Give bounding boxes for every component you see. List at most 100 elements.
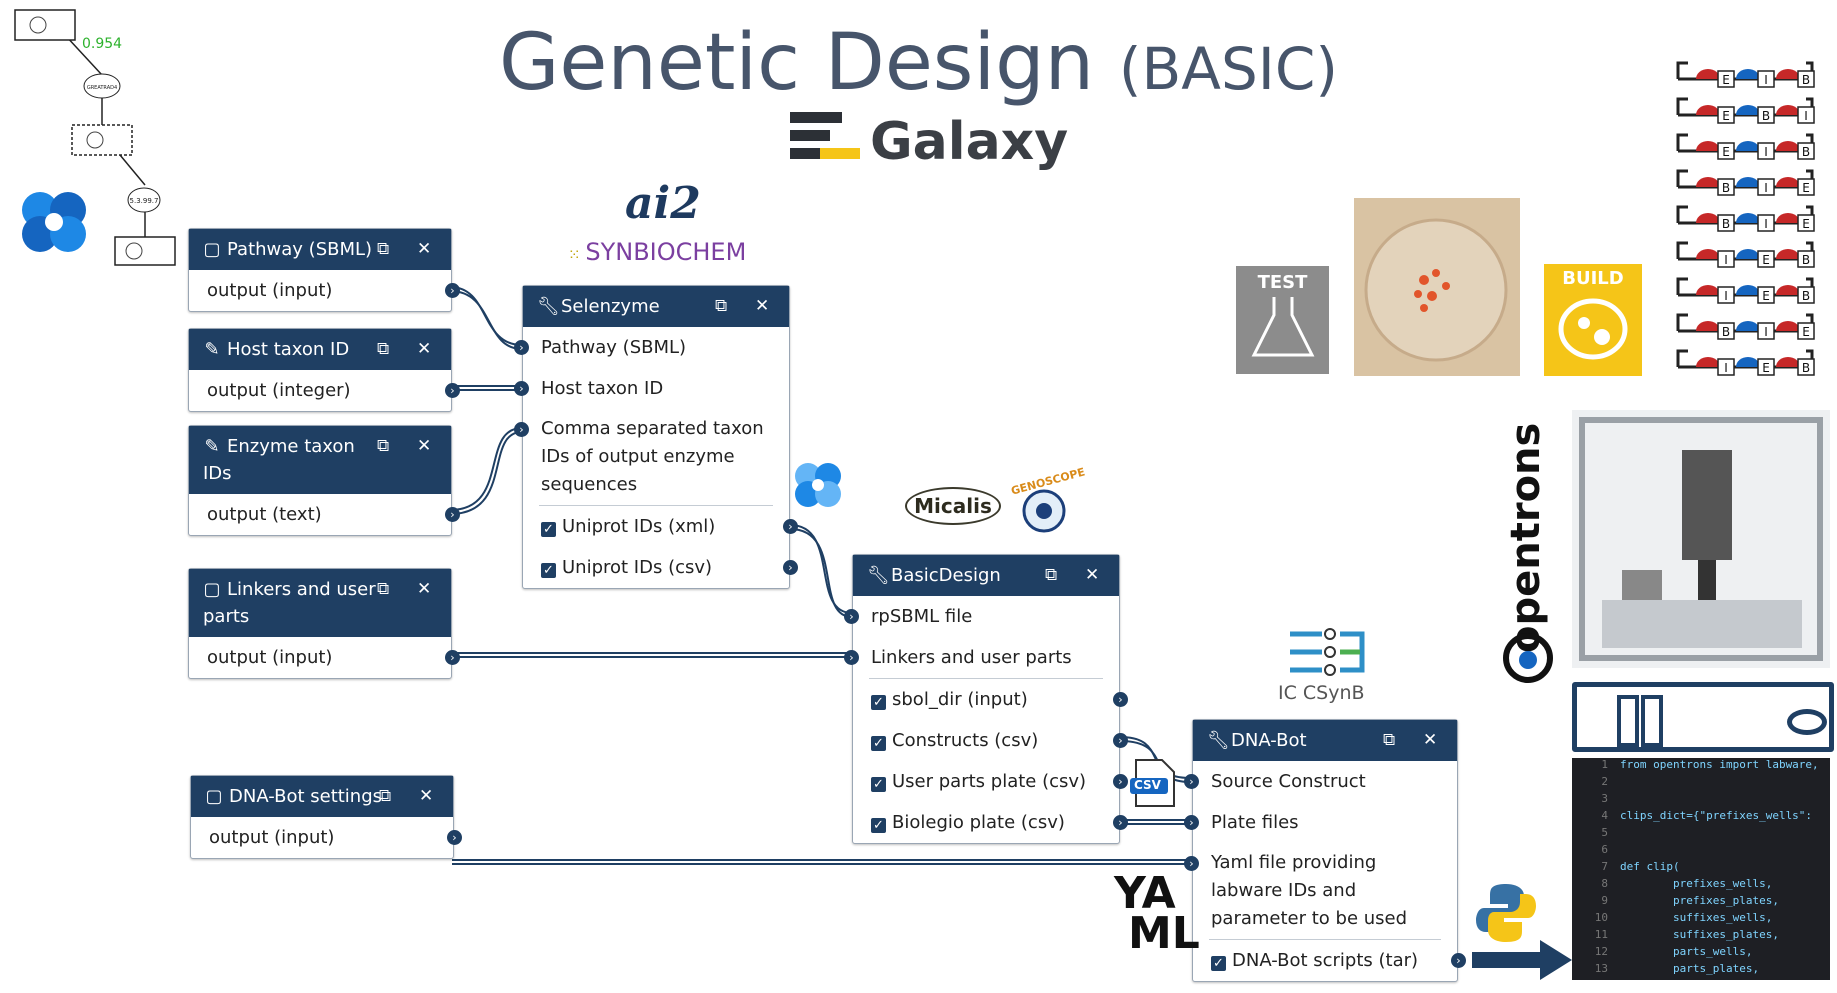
output-terminal-icon[interactable]: › — [447, 830, 462, 845]
close-icon[interactable]: ✕ — [417, 579, 432, 599]
node-dnabot-settings[interactable]: ▢DNA-Bot settings ⧉ ✕ output (input) › — [190, 775, 462, 859]
construct-part-label: I — [1764, 73, 1768, 87]
copy-icon[interactable]: ⧉ — [377, 239, 390, 259]
synbiochem-logo: ⁙ SYNBIOCHEM — [568, 238, 746, 266]
opentrons-logo: opentrons — [1500, 420, 1556, 683]
node-pathway-sbml[interactable]: ▢Pathway (SBML) ⧉ ✕ output (input) › — [188, 228, 460, 312]
construct-part-label: B — [1802, 73, 1810, 87]
output-terminal-icon[interactable]: › — [1113, 692, 1128, 707]
copy-icon[interactable]: ⧉ — [377, 339, 390, 359]
title-sub: (BASIC) — [1118, 35, 1339, 103]
close-icon[interactable]: ✕ — [417, 239, 432, 259]
copy-icon[interactable]: ⧉ — [379, 786, 392, 806]
construct-part-label: E — [1722, 109, 1730, 123]
galaxy-wordmark: Galaxy — [870, 112, 1069, 172]
output-terminal-icon[interactable]: › — [445, 507, 460, 522]
input-terminal-icon[interactable]: › — [844, 609, 859, 624]
copy-icon[interactable]: ⧉ — [377, 436, 390, 456]
output-label: Biolegio plate (csv) — [892, 812, 1065, 833]
node-host-taxon-id[interactable]: ✎Host taxon ID ⧉ ✕ output (integer) › — [188, 328, 460, 412]
input-terminal-icon[interactable]: › — [514, 340, 529, 355]
close-icon[interactable]: ✕ — [417, 436, 432, 456]
code-line: 2 — [1572, 775, 1830, 792]
construct-part-label: E — [1762, 361, 1770, 375]
output-terminal-icon[interactable]: › — [783, 519, 798, 534]
node-title: Enzyme taxon IDs — [203, 436, 355, 484]
construct-part-label: B — [1762, 109, 1770, 123]
checkbox-icon[interactable]: ✓ — [871, 736, 886, 751]
molecule-box-icon — [14, 9, 76, 41]
checkbox-icon[interactable]: ✓ — [871, 777, 886, 792]
code-text: suffixes_wells, — [1620, 911, 1773, 924]
code-line: 8 prefixes_wells, — [1572, 877, 1830, 894]
code-line: 13 parts_plates, — [1572, 962, 1830, 979]
opentrons-text: opentrons — [1503, 422, 1549, 653]
input-terminal-icon[interactable]: › — [1184, 774, 1199, 789]
close-icon[interactable]: ✕ — [1085, 565, 1100, 585]
panel-slot-icon — [1641, 695, 1663, 747]
output-terminal-icon[interactable]: › — [1451, 953, 1466, 968]
pencil-icon: ✎ — [204, 436, 220, 457]
close-icon[interactable]: ✕ — [755, 296, 770, 316]
code-text: parts_wells, — [1620, 945, 1753, 958]
close-icon[interactable]: ✕ — [1423, 730, 1438, 750]
output-label: output (integer) — [207, 380, 351, 401]
synbiochem-dots-icon: ⁙ — [568, 246, 586, 264]
code-text: prefixes_plates, — [1620, 894, 1779, 907]
node-linkers-user-parts[interactable]: ▢Linkers and user parts ⧉ ✕ output (inpu… — [188, 568, 460, 679]
input-terminal-icon[interactable]: › — [844, 650, 859, 665]
copy-icon[interactable]: ⧉ — [1383, 730, 1396, 750]
construct-part-label: E — [1722, 145, 1730, 159]
close-icon[interactable]: ✕ — [419, 786, 434, 806]
construct-part-label: B — [1722, 181, 1730, 195]
panel-slot-icon — [1617, 695, 1639, 747]
construct-part-label: E — [1762, 253, 1770, 267]
yaml-top-text: YA — [1114, 868, 1176, 919]
construct-part-label: B — [1722, 325, 1730, 339]
checkbox-icon[interactable]: ✓ — [541, 563, 556, 578]
output-terminal-icon[interactable]: › — [445, 383, 460, 398]
output-terminal-icon[interactable]: › — [1113, 815, 1128, 830]
input-terminal-icon[interactable]: › — [1184, 815, 1199, 830]
construct-part-label: I — [1764, 325, 1768, 339]
output-terminal-icon[interactable]: › — [1113, 733, 1128, 748]
checkbox-icon[interactable]: ✓ — [871, 818, 886, 833]
output-terminal-icon[interactable]: › — [445, 650, 460, 665]
construct-part-label: I — [1764, 145, 1768, 159]
node-enzyme-taxon-ids[interactable]: ✎Enzyme taxon IDs ⧉ ✕ output (text) › — [188, 425, 460, 536]
output-label: Uniprot IDs (csv) — [562, 557, 713, 578]
construct-part-label: I — [1764, 217, 1768, 231]
copy-icon[interactable]: ⧉ — [1045, 565, 1058, 585]
output-terminal-icon[interactable]: › — [1113, 774, 1128, 789]
input-terminal-icon[interactable]: › — [514, 381, 529, 396]
csynb-text: IC CSynB — [1278, 682, 1365, 704]
checkbox-icon[interactable]: ✓ — [541, 522, 556, 537]
checkbox-icon[interactable]: ✓ — [871, 695, 886, 710]
output-terminal-icon[interactable]: › — [445, 283, 460, 298]
code-text: clips_dict={"prefixes_wells": — [1620, 809, 1813, 822]
checkbox-icon[interactable]: ✓ — [1211, 956, 1226, 971]
line-number: 8 — [1601, 877, 1608, 890]
node-basicdesign[interactable]: 🔧︎BasicDesign ⧉ ✕ ›rpSBML file ›Linkers … — [844, 554, 1128, 844]
line-number: 5 — [1601, 826, 1608, 839]
close-icon[interactable]: ✕ — [417, 339, 432, 359]
code-line: 6 — [1572, 843, 1830, 860]
build-tile: BUILD — [1544, 264, 1642, 376]
output-label: Uniprot IDs (xml) — [562, 516, 716, 537]
node-selenzyme[interactable]: 🔧︎Selenzyme ⧉ ✕ ›Pathway (SBML) ›Host ta… — [514, 285, 798, 589]
page-title: Genetic Design (BASIC) — [0, 18, 1837, 108]
panel-knob-icon — [1787, 709, 1827, 735]
output-terminal-icon[interactable]: › — [783, 560, 798, 575]
copy-icon[interactable]: ⧉ — [377, 579, 390, 599]
input-terminal-icon[interactable]: › — [514, 422, 529, 437]
code-text: parts_plates, — [1620, 962, 1760, 975]
python-logo-icon — [1476, 884, 1536, 942]
node-dnabot[interactable]: 🔧︎DNA-Bot ⧉ ✕ ›Source Construct ›Plate f… — [1184, 719, 1466, 982]
copy-icon[interactable]: ⧉ — [715, 296, 728, 316]
input-terminal-icon[interactable]: › — [1184, 856, 1199, 871]
